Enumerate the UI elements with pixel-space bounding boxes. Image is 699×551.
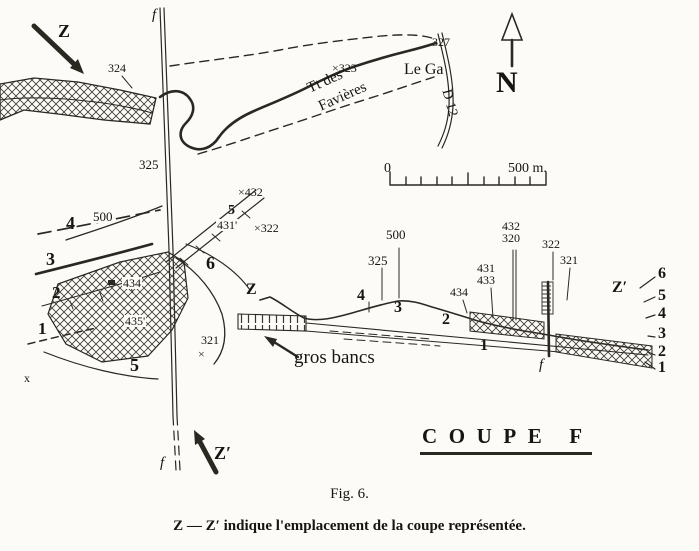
section-fault-label: f <box>539 357 544 373</box>
section-scale-6: 6 <box>658 265 666 282</box>
map-crosshatched-unit <box>47 251 189 363</box>
spot-height-435: 435' <box>124 314 147 328</box>
map-unit-5: 5 <box>130 355 139 375</box>
spot-height-321: 321 <box>200 333 220 347</box>
spot-height-322: ×322 <box>254 221 279 235</box>
section-unit-2: 2 <box>442 311 450 328</box>
fault-label-top: f <box>152 7 157 23</box>
contour-500-label: 500 <box>92 209 114 224</box>
fault-label-bottom: f <box>160 455 165 471</box>
section-z-label: Z <box>246 281 257 298</box>
scale-bar <box>389 171 547 186</box>
section-title-coupe: COUPE <box>422 424 554 448</box>
map-unit-6: 6 <box>206 253 215 273</box>
section-433: 433 <box>477 273 495 287</box>
map-square-symbol <box>108 280 115 285</box>
spot-height-321-mark: × <box>198 347 205 361</box>
section-scale-2: 2 <box>658 343 666 360</box>
figure-caption: Z — Z′ indique l'emplacement de la coupe… <box>173 518 526 534</box>
section-title-f: F <box>569 424 583 448</box>
gros-bancs-label: gros bancs <box>294 347 375 368</box>
section-scale-5: 5 <box>658 287 666 304</box>
spot-height-432: ×432 <box>238 185 263 199</box>
map-stray-mark: x <box>24 371 30 385</box>
section-unit-1: 1 <box>480 337 488 354</box>
section-scale-4: 4 <box>658 305 666 322</box>
map-upper-hatched-band <box>0 75 157 125</box>
spot-height-325: 325 <box>138 157 160 172</box>
map-road-d12-line <box>437 32 454 149</box>
section-scale-1: 1 <box>658 359 666 376</box>
section-title: COUPE F <box>422 424 582 449</box>
section-fault <box>541 280 554 358</box>
map-banded-unit <box>165 189 265 269</box>
section-320: 320 <box>502 231 520 245</box>
spot-height-324: 324 <box>108 61 126 75</box>
section-unit-3: 3 <box>394 299 402 316</box>
map-fault-line <box>159 7 181 471</box>
section-z-prime-label: Z′ <box>612 279 628 296</box>
map-z-prime-label: Z′ <box>214 443 232 463</box>
section-322: 322 <box>542 237 560 251</box>
scale-end-label: 500 m. <box>508 161 547 176</box>
section-right-scale-ticks <box>639 276 656 370</box>
section-profile <box>237 296 653 369</box>
scale-zero-label: 0 <box>384 161 391 176</box>
gros-bancs-arrow <box>264 336 300 359</box>
map-dashed-lines <box>169 34 435 155</box>
section-434: 434 <box>450 285 468 299</box>
north-arrow <box>500 11 524 68</box>
north-label: N <box>496 66 518 99</box>
map-z-label: Z <box>58 21 71 41</box>
section-500: 500 <box>386 227 406 242</box>
section-431: 431 <box>477 261 495 275</box>
section-line-arrow-z-prime <box>194 430 219 475</box>
map-unit-2: 2 <box>52 283 61 302</box>
map-unit-3: 3 <box>46 249 55 269</box>
spot-height-431: 431' <box>216 218 239 232</box>
map-stream-line <box>158 41 438 151</box>
section-unit-4: 4 <box>357 287 365 304</box>
figure-number: Fig. 6. <box>330 486 369 502</box>
map-unit-1: 1 <box>38 319 47 338</box>
section-leader-lines <box>368 247 571 321</box>
spot-height-434: 434 <box>122 276 142 290</box>
place-name-le-ga: Le Ga <box>404 61 444 78</box>
section-432: 432 <box>502 219 520 233</box>
section-325: 325 <box>368 253 388 268</box>
map-unit-4: 4 <box>66 213 75 233</box>
section-title-underline <box>420 452 592 455</box>
section-321: 321 <box>560 253 578 267</box>
spot-height-323: ×323 <box>332 61 357 75</box>
spot-height-327: 327 <box>432 35 450 49</box>
section-line-arrow-z <box>31 23 84 74</box>
map-unit-5-small: 5 <box>228 203 235 218</box>
section-scale-3: 3 <box>658 325 666 342</box>
